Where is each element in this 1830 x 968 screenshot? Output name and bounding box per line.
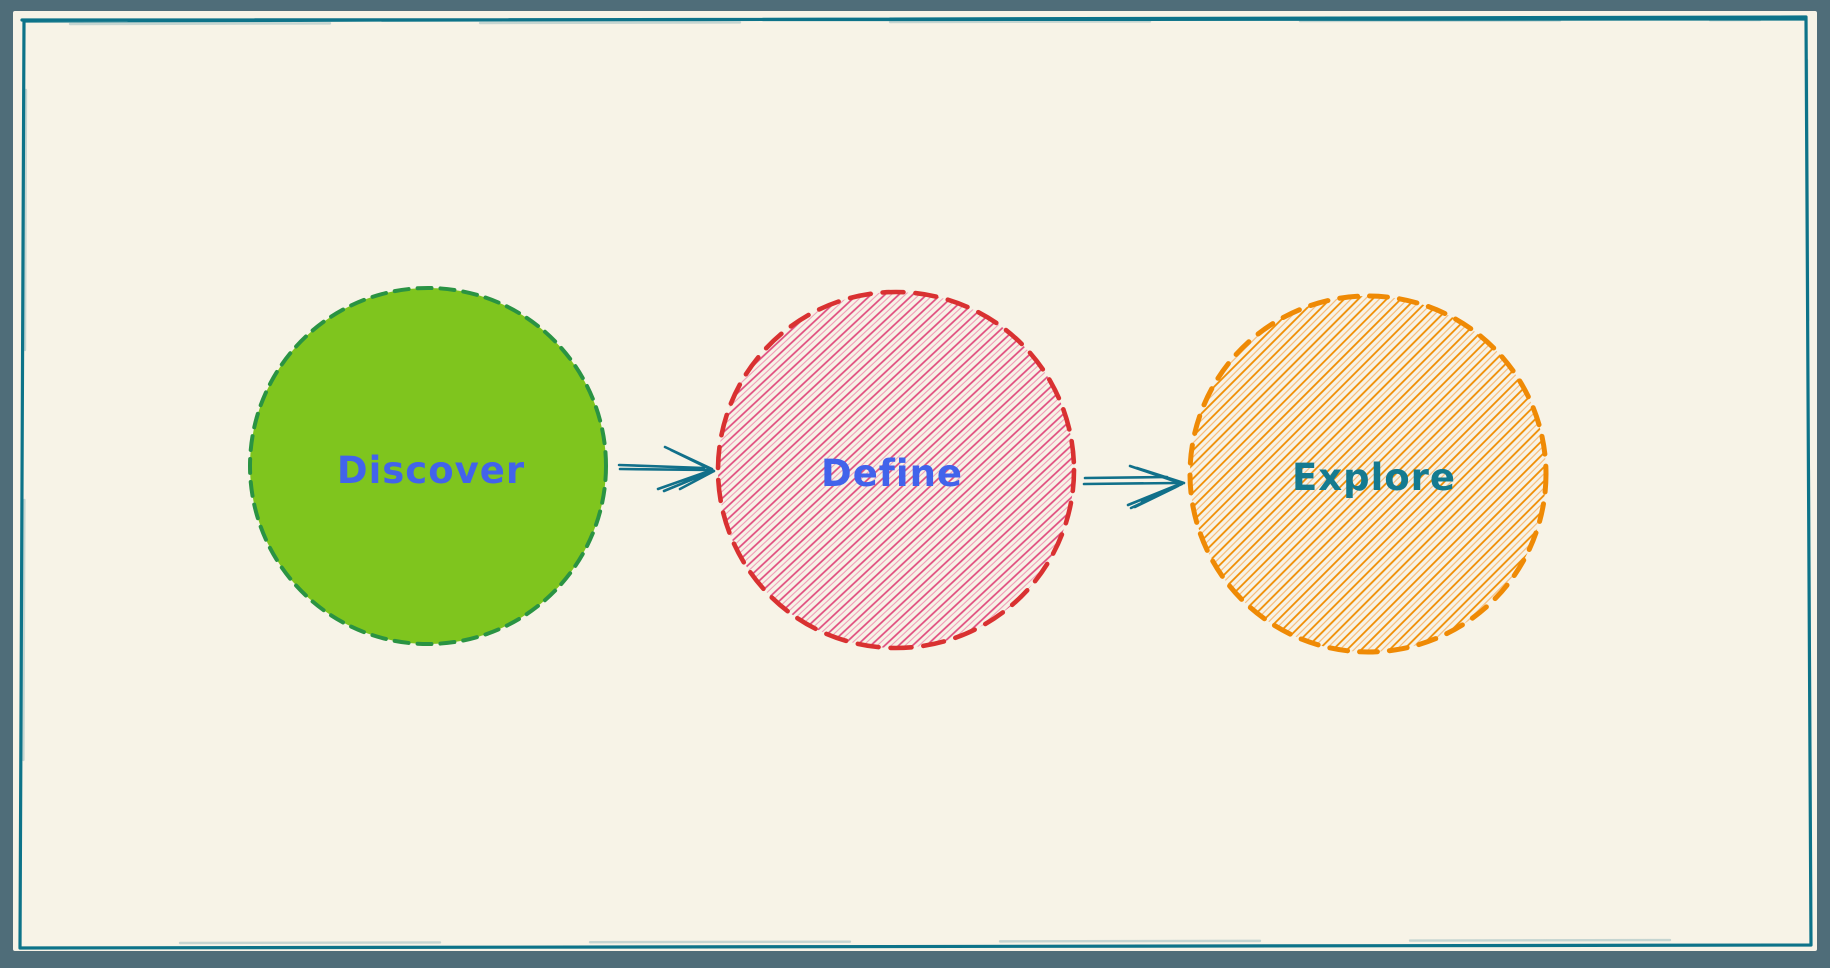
arrow-head: [656, 445, 716, 493]
frame-border[interactable]: [18, 15, 1813, 950]
node-define[interactable]: Define: [715, 289, 1077, 651]
arrow-shaft: [617, 463, 711, 472]
node-discover[interactable]: Discover: [248, 286, 608, 646]
arrow-head: [1126, 464, 1186, 510]
arrow-shaft: [1082, 475, 1180, 486]
arrow-discover-to-define[interactable]: [617, 445, 716, 493]
node-explore[interactable]: Explore: [1187, 293, 1549, 655]
node-define-circle[interactable]: [715, 289, 1077, 651]
node-discover-label: Discover: [337, 449, 525, 492]
arrow-define-to-explore[interactable]: [1082, 464, 1186, 510]
node-explore-circle[interactable]: [1187, 293, 1549, 655]
node-define-label: Define: [821, 452, 963, 495]
node-explore-label: Explore: [1292, 456, 1456, 499]
node-discover-circle[interactable]: [248, 286, 608, 646]
